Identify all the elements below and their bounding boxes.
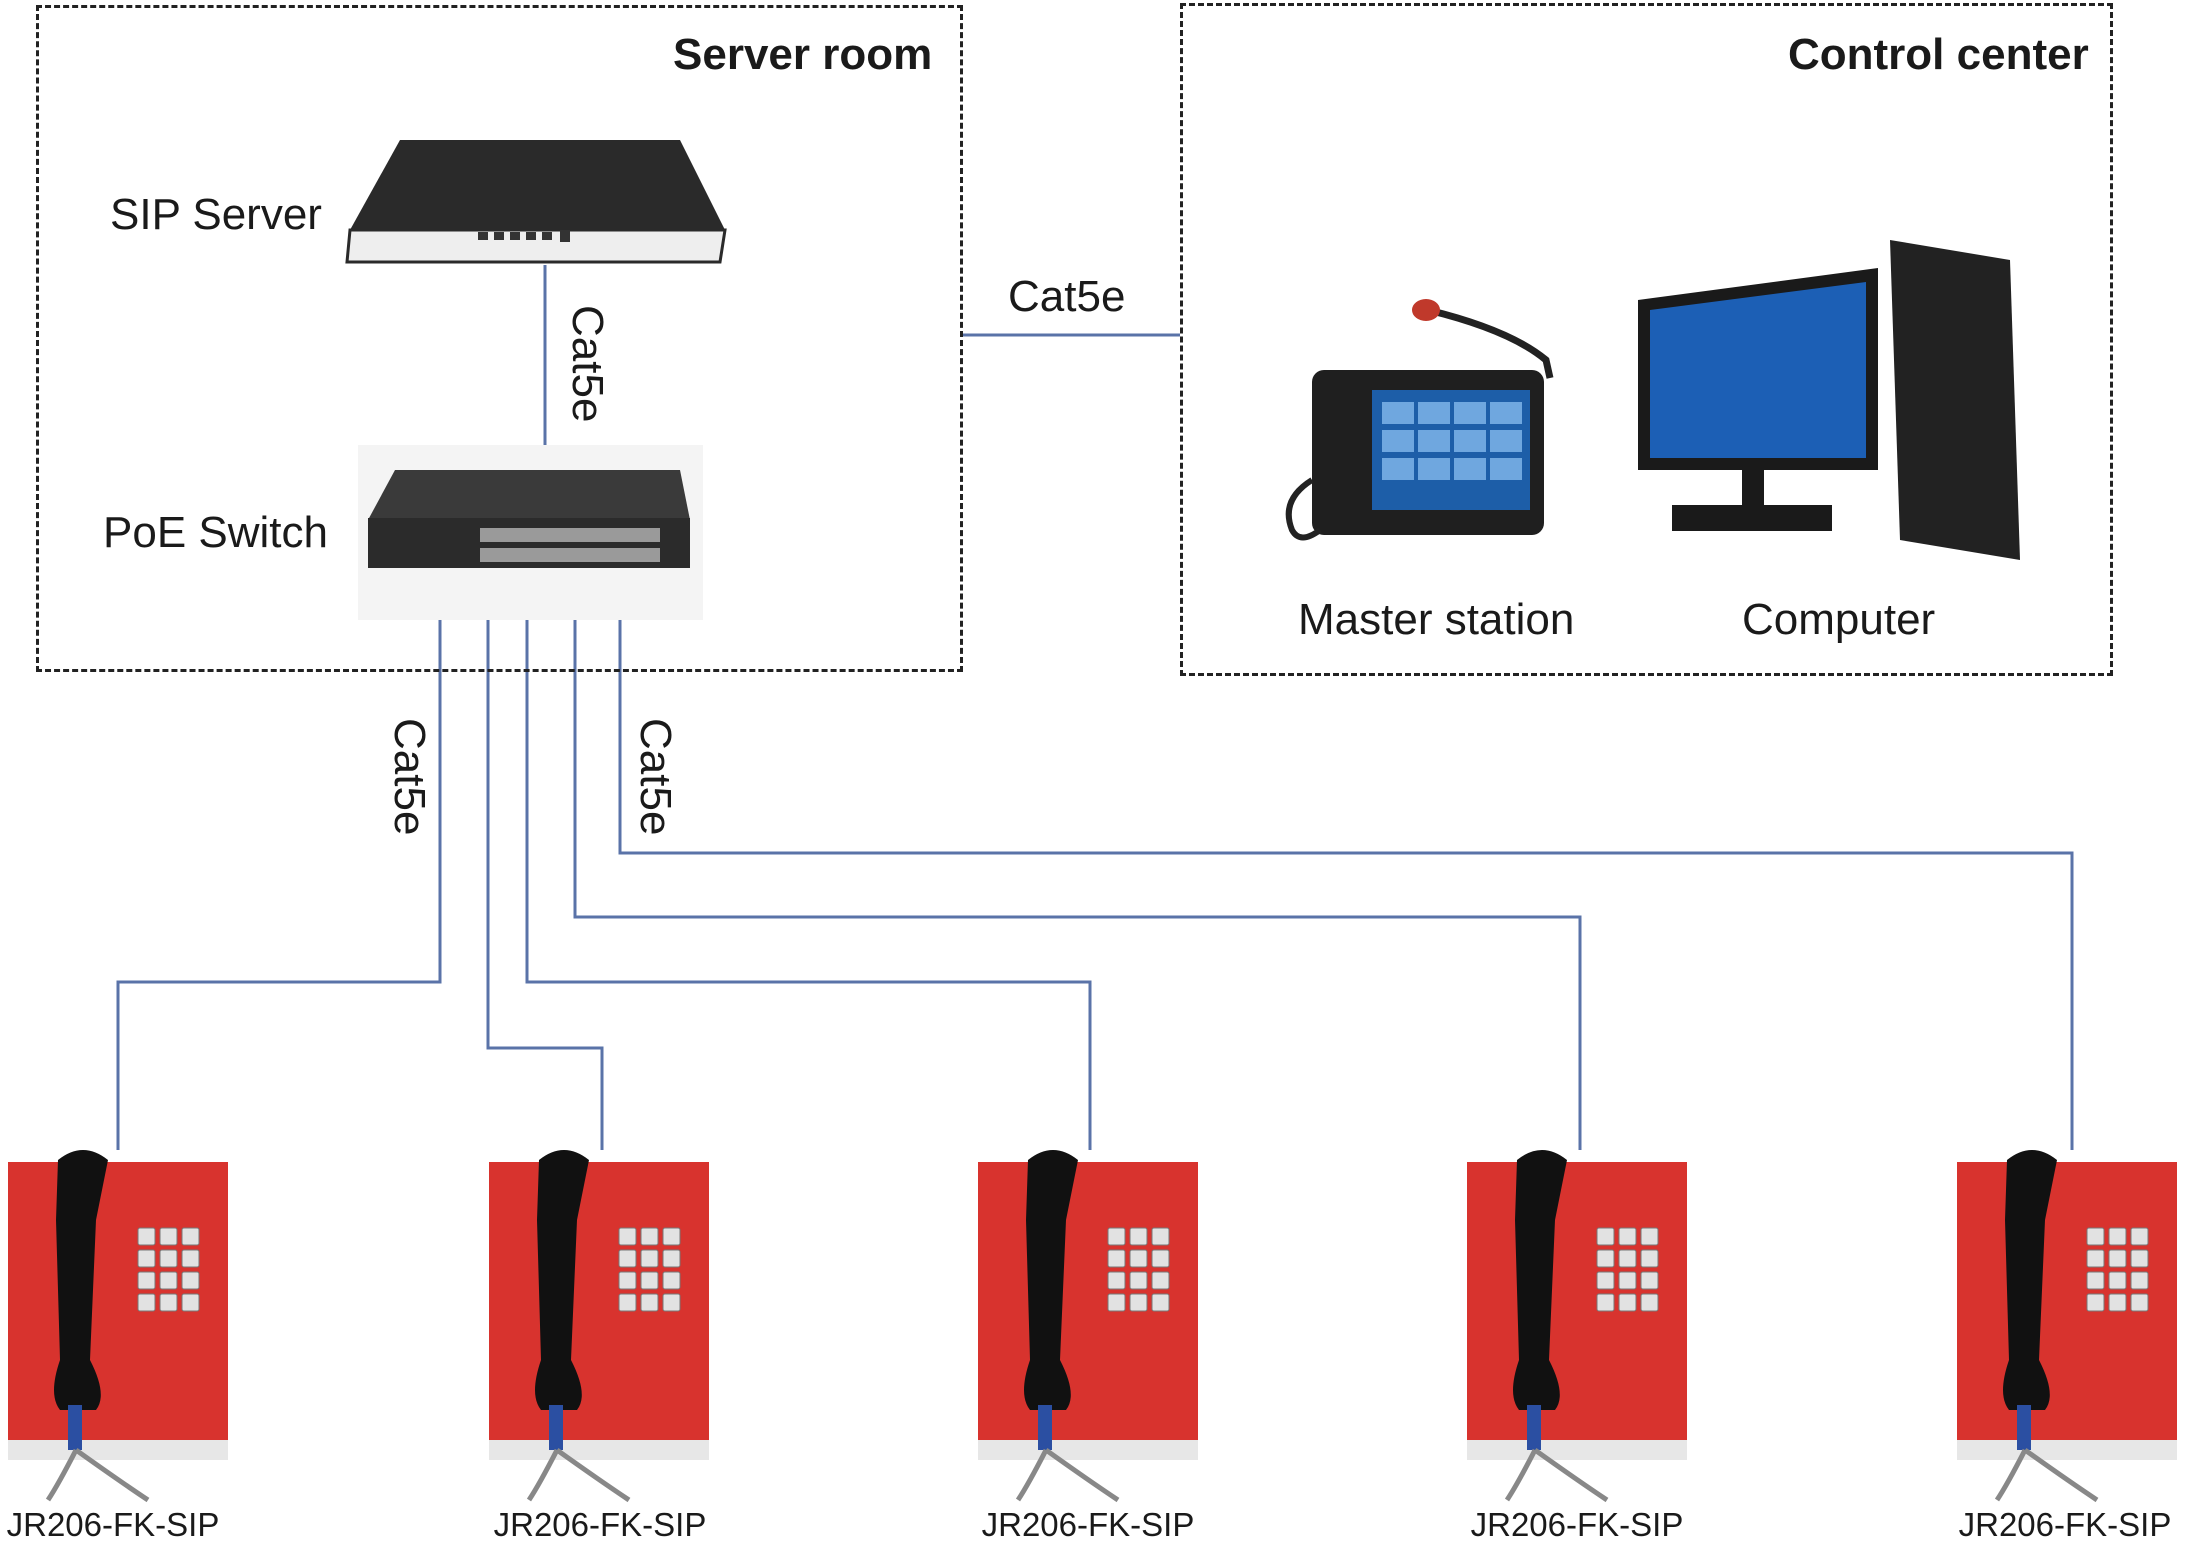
poe-switch-icon [358, 445, 703, 620]
phone-label-4: JR206-FK-SIP [1470, 1506, 1684, 1543]
sip-phone-icon [1957, 1150, 2177, 1503]
sip-server-label: SIP Server [110, 190, 322, 239]
cable-label-server-room-to-control: Cat5e [1008, 272, 1126, 321]
master-station-icon [1285, 299, 1554, 541]
computer-label: Computer [1742, 595, 1936, 644]
server-room-title: Server room [673, 30, 933, 79]
server-room-box [36, 5, 963, 672]
poe-switch-label: PoE Switch [103, 508, 328, 557]
cable-label-switch-to-phones-left: Cat5e [385, 718, 434, 836]
control-center-title: Control center [1788, 30, 2089, 79]
cable-to-phone-3 [525, 595, 1092, 1150]
cable-to-phone-1 [116, 595, 442, 1150]
sip-phone-icon [489, 1150, 709, 1503]
sip-server-icon [345, 140, 727, 264]
phone-label-2: JR206-FK-SIP [493, 1506, 707, 1543]
phone-label-1: JR206-FK-SIP [6, 1506, 220, 1543]
sip-phone-icon [1467, 1150, 1687, 1503]
control-center-box [1180, 3, 2113, 676]
sip-phone-icon [978, 1150, 1198, 1503]
cable-label-server-to-switch: Cat5e [563, 305, 612, 423]
computer-icon [1638, 240, 2020, 560]
cable-to-phone-4 [573, 595, 1582, 1150]
cable-to-phone-2 [486, 595, 604, 1150]
cable-to-phone-5 [618, 595, 2074, 1150]
cable-label-switch-to-phones-right: Cat5e [631, 718, 680, 836]
phone-label-5: JR206-FK-SIP [1958, 1506, 2172, 1543]
master-station-label: Master station [1298, 595, 1575, 644]
sip-phone-icon [8, 1150, 228, 1503]
phone-label-3: JR206-FK-SIP [981, 1506, 1195, 1543]
